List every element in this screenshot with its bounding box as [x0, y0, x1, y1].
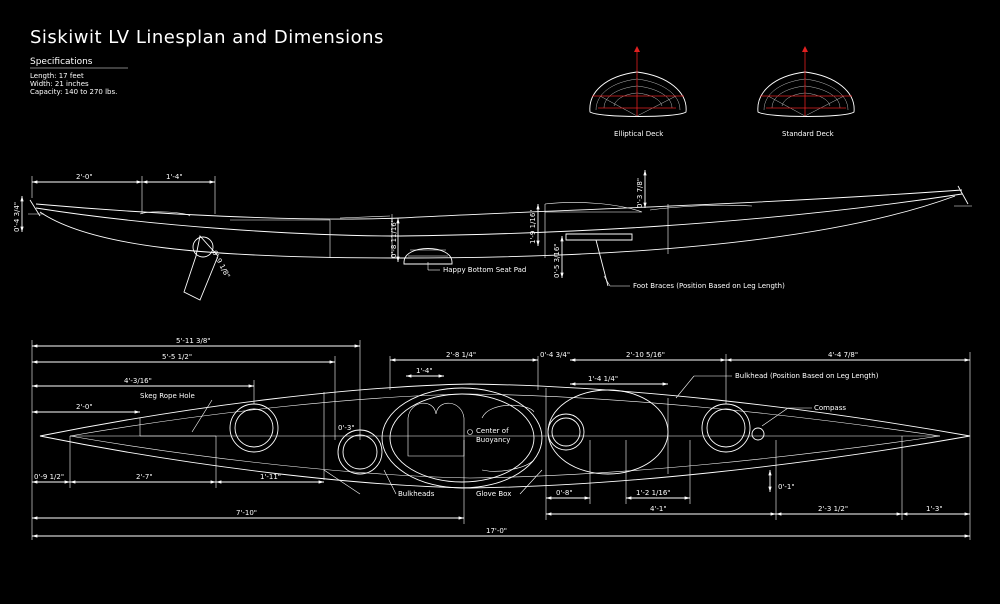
label-seat-pad: Happy Bottom Seat Pad	[443, 266, 526, 274]
svg-text:4'-3/16": 4'-3/16"	[124, 377, 152, 385]
svg-text:1'-11": 1'-11"	[260, 473, 281, 481]
svg-text:Standard Deck: Standard Deck	[782, 130, 835, 138]
svg-text:2'-0": 2'-0"	[76, 403, 93, 411]
label-bulkhead-position: Bulkhead (Position Based on Leg Length)	[735, 372, 879, 380]
svg-text:5'-5 1/2": 5'-5 1/2"	[162, 353, 192, 361]
svg-text:1'-4": 1'-4"	[166, 173, 183, 181]
svg-text:1'-3": 1'-3"	[926, 505, 943, 513]
label-glove-box: Glove Box	[476, 490, 511, 498]
spec-capacity: Capacity: 140 to 270 lbs.	[30, 88, 117, 96]
svg-text:4'-4 7/8": 4'-4 7/8"	[828, 351, 858, 359]
svg-text:2'-7": 2'-7"	[136, 473, 153, 481]
svg-text:0'-3": 0'-3"	[338, 424, 355, 432]
svg-text:1'-2 1/16": 1'-2 1/16"	[636, 489, 671, 497]
svg-text:5'-11 3/8": 5'-11 3/8"	[176, 337, 211, 345]
label-center-of-buoyancy: Center of	[476, 427, 509, 435]
label-foot-braces: Foot Braces (Position Based on Leg Lengt…	[633, 282, 785, 290]
svg-text:2'-0": 2'-0"	[76, 173, 93, 181]
svg-text:0'-8": 0'-8"	[556, 489, 573, 497]
svg-text:4'-1": 4'-1"	[650, 505, 667, 513]
svg-text:2'-10 5/16": 2'-10 5/16"	[626, 351, 665, 359]
section-elliptical-deck: Elliptical Deck	[589, 46, 687, 138]
specifications-heading: Specifications	[30, 57, 93, 67]
svg-text:0'-9 1/2": 0'-9 1/2"	[34, 473, 64, 481]
svg-text:0'-4 3/4": 0'-4 3/4"	[540, 351, 570, 359]
label-skeg-rope-hole: Skeg Rope Hole	[140, 392, 195, 400]
label-compass: Compass	[814, 404, 846, 412]
label-center-of-buoyancy-2: Buoyancy	[476, 436, 510, 444]
spec-width: Width: 21 inches	[30, 80, 89, 88]
drawing-title: Siskiwit LV Linesplan and Dimensions	[30, 27, 384, 48]
svg-text:1'-4": 1'-4"	[416, 367, 433, 375]
svg-text:17'-0": 17'-0"	[486, 527, 507, 535]
svg-text:Elliptical Deck: Elliptical Deck	[614, 130, 664, 138]
svg-text:0'-5 3/16": 0'-5 3/16"	[553, 243, 561, 278]
section-standard-deck: Standard Deck	[757, 46, 855, 138]
svg-text:1'-4 1/4": 1'-4 1/4"	[588, 375, 618, 383]
label-bulkheads: Bulkheads	[398, 490, 435, 498]
svg-text:2'-3 1/2": 2'-3 1/2"	[818, 505, 848, 513]
svg-text:0'-8 11/16": 0'-8 11/16"	[390, 219, 398, 258]
svg-text:7'-10": 7'-10"	[236, 509, 257, 517]
svg-text:0'-3 7/8": 0'-3 7/8"	[636, 178, 644, 208]
svg-text:2'-8 1/4": 2'-8 1/4"	[446, 351, 476, 359]
spec-length: Length: 17 feet	[30, 72, 84, 80]
svg-text:0'-1": 0'-1"	[778, 483, 795, 491]
svg-text:1'-9 1/16": 1'-9 1/16"	[529, 209, 537, 244]
svg-text:0'-4 3/4": 0'-4 3/4"	[13, 202, 21, 232]
kayak-profile-view	[28, 185, 972, 301]
